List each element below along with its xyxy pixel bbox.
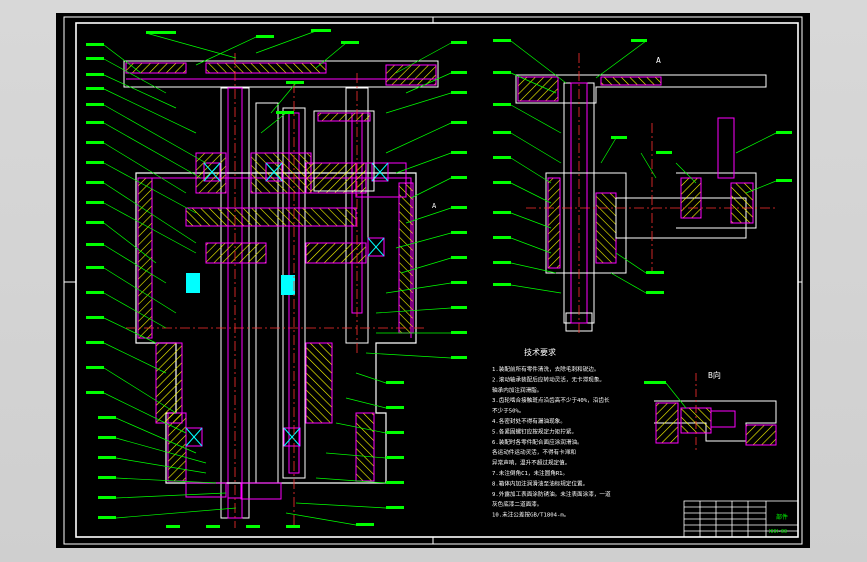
tech-requirement-line: 1.装配前所有零件清洗，去除毛刺和锐边。 bbox=[492, 365, 599, 373]
title-block bbox=[683, 500, 799, 538]
tech-requirement-line: 5.各紧固螺钉应按规定力矩拧紧。 bbox=[492, 427, 577, 435]
right-side-view bbox=[515, 53, 776, 333]
inner-border bbox=[75, 22, 799, 538]
tech-requirement-line: 灰色底漆二道面漆。 bbox=[492, 500, 542, 508]
tech-requirement-line: 各运动件运动灵活，不得有卡滞和 bbox=[492, 448, 576, 456]
tech-requirement-line: 2.滚动轴承装配后应转动灵活，无卡滞现象。 bbox=[492, 375, 605, 383]
leader-tags-right bbox=[166, 29, 467, 528]
tech-requirement-line: 10.未注公差按GB/T1804-m。 bbox=[492, 511, 569, 519]
tech-requirements-heading: 技术要求 bbox=[524, 347, 556, 357]
tech-requirement-line: 4.各密封处不得有漏油现象。 bbox=[492, 417, 566, 425]
main-section-view bbox=[123, 53, 439, 528]
tech-requirement-line: 6.装配时各零件配合面应涂润滑油。 bbox=[492, 438, 583, 446]
tech-requirements: 技术要求 1.装配前所有零件清洗，去除毛刺和锐边。 2.滚动轴承装配后应转动灵活，… bbox=[492, 347, 611, 519]
tech-requirement-line: 异常声响，温升不超过规定值。 bbox=[492, 459, 570, 467]
tech-requirement-line: 轴承内加注润滑脂。 bbox=[492, 386, 542, 394]
right-view-label: A bbox=[656, 56, 661, 65]
assembly-drawing: A A B向 技术要求 1.装配前所有零件清洗，去除毛刺和锐边。 2.滚动轴承装配… bbox=[63, 16, 803, 545]
drawing-number: XXX-00 bbox=[769, 529, 787, 535]
drawing-name: 部件 bbox=[776, 513, 788, 521]
tech-requirement-line: 7.未注倒角C1，未注圆角R1。 bbox=[492, 469, 568, 477]
tech-requirement-line: 8.箱体内加注润滑油至油标规定位置。 bbox=[492, 479, 588, 487]
leader-tags-left bbox=[86, 31, 274, 519]
tech-requirement-line: 不少于50%。 bbox=[492, 408, 524, 415]
section-mark-label: A bbox=[432, 202, 437, 210]
detail-view-label: B向 bbox=[708, 370, 721, 380]
leader-tags-right-view bbox=[493, 39, 792, 294]
detail-view bbox=[644, 373, 777, 453]
leaders-right-view bbox=[510, 40, 777, 294]
tech-requirement-line: 9.外露加工表面涂防锈油。未注表面涂漆，一道 bbox=[492, 490, 611, 498]
leaders-right bbox=[255, 30, 452, 526]
tech-requirement-line: 3.齿轮啮合接触斑点沿齿高不少于40%，沿齿长 bbox=[492, 396, 610, 404]
leaders-left bbox=[103, 32, 257, 519]
tech-requirements-lines: 1.装配前所有零件清洗，去除毛刺和锐边。 2.滚动轴承装配后应转动灵活，无卡滞现象… bbox=[492, 365, 611, 519]
drawing-sheet: A A B向 技术要求 1.装配前所有零件清洗，去除毛刺和锐边。 2.滚动轴承装配… bbox=[56, 13, 810, 548]
